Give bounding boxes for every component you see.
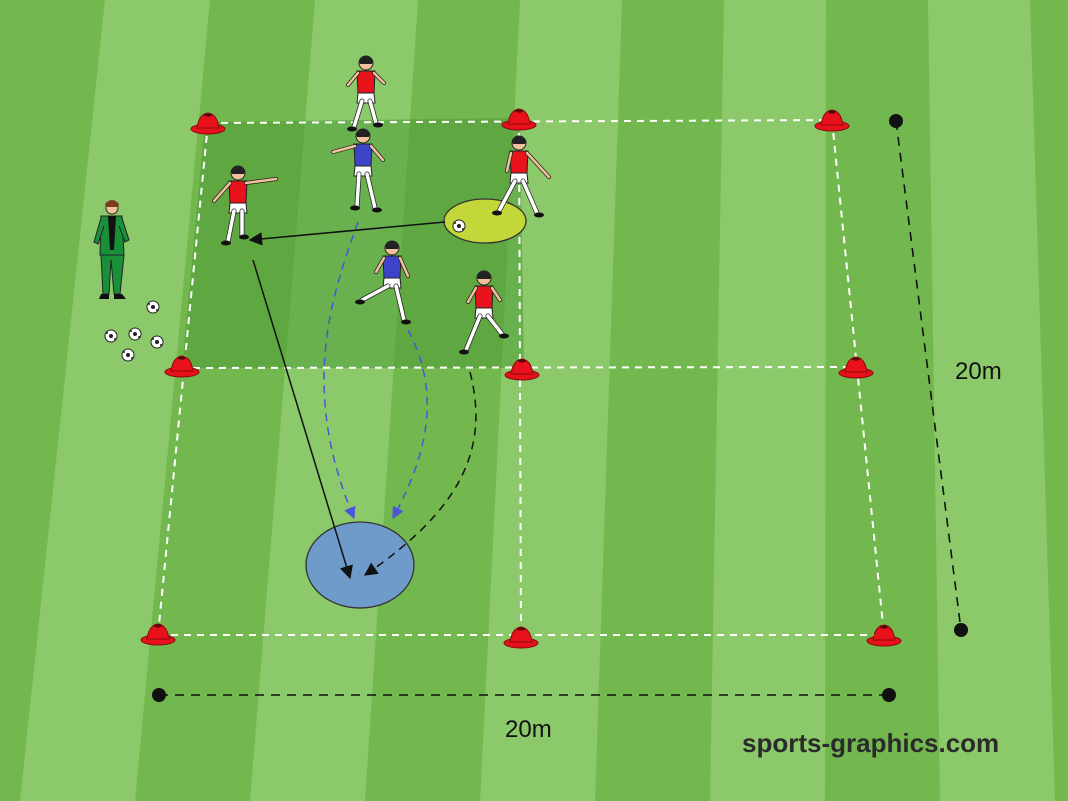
dimension-lines	[159, 120, 962, 696]
black-run-arrow	[363, 371, 477, 576]
cones	[140, 108, 902, 649]
cone-icon	[838, 356, 874, 379]
cone-icon	[190, 112, 226, 135]
target-circle	[305, 521, 415, 609]
soccer-ball-icon	[452, 219, 466, 233]
cone-icon	[140, 623, 176, 646]
soccer-ball-icon	[121, 348, 135, 362]
dimension-height-label: 20m	[955, 358, 1002, 385]
cone-icon	[814, 109, 850, 132]
spare-balls	[104, 300, 164, 362]
dimension-width-label: 20m	[505, 716, 552, 743]
soccer-ball-icon	[104, 329, 118, 343]
start-circle	[443, 198, 527, 244]
soccer-ball-icon	[128, 327, 142, 341]
coach-icon	[93, 200, 130, 299]
watermark: sports-graphics.com	[742, 728, 1000, 758]
player-red-icon	[346, 55, 386, 132]
player-red-icon	[492, 135, 551, 218]
dimension-endpoints	[152, 114, 968, 702]
blue-run-arrows	[323, 221, 428, 520]
soccer-ball-icon	[146, 300, 160, 314]
cone-icon	[501, 108, 537, 131]
player-blue-icon	[355, 240, 411, 325]
player-red-icon	[459, 270, 509, 355]
cone-icon	[866, 624, 902, 647]
cone-icon	[164, 355, 200, 378]
pass-arrows	[248, 221, 446, 580]
cone-icon	[504, 358, 540, 381]
soccer-ball-icon	[150, 335, 164, 349]
player-blue-icon	[331, 128, 385, 213]
player-red-icon	[212, 165, 278, 246]
cone-icon	[503, 626, 539, 649]
players	[212, 55, 551, 355]
